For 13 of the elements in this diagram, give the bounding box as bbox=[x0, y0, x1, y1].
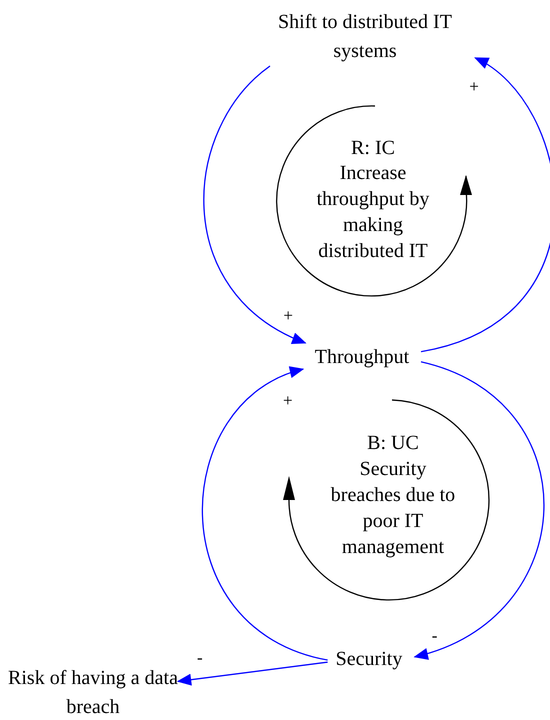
variable-label: Risk of having a data breach bbox=[8, 664, 178, 720]
loop-description: Security breaches due to poor IT management bbox=[330, 457, 456, 560]
loop-id: B: UC bbox=[366, 431, 420, 456]
variable-label: Throughput bbox=[303, 343, 421, 372]
loop-description: Increase throughput by making distributed IT bbox=[316, 161, 430, 264]
arrow bbox=[204, 66, 306, 344]
loop-id: R: IC bbox=[350, 136, 396, 161]
arrow bbox=[176, 662, 328, 686]
arrow bbox=[420, 57, 550, 352]
arrow bbox=[202, 368, 328, 661]
variable-label: Shift to distributed IT systems bbox=[270, 8, 460, 66]
variable-label: Security bbox=[325, 645, 413, 674]
arrow bbox=[414, 361, 544, 658]
